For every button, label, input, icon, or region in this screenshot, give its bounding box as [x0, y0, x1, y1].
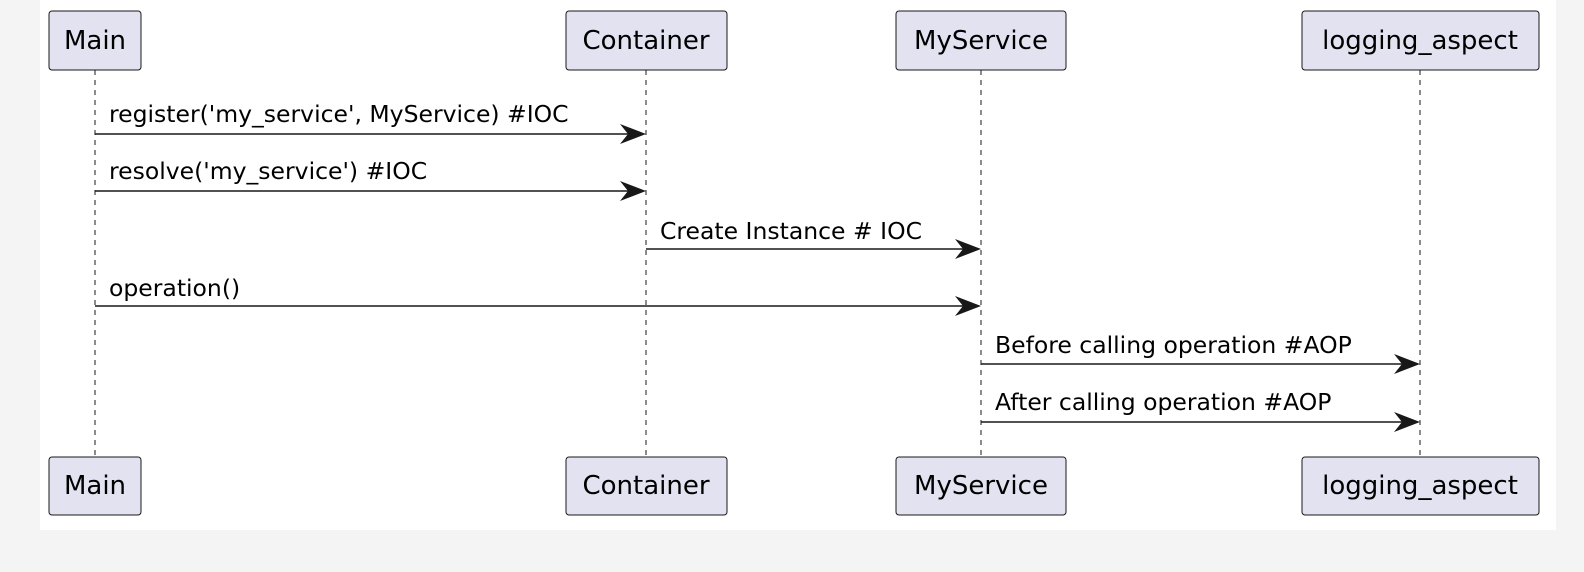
arrow-head-icon	[955, 296, 981, 316]
participant-label: Container	[582, 471, 709, 501]
message-label: register('my_service', MyService) #IOC	[109, 100, 569, 128]
participant-main-bottom: Main	[48, 456, 142, 516]
participant-label: Main	[64, 471, 126, 501]
message-register: register('my_service', MyService) #IOC	[95, 100, 646, 144]
participant-myservice-top: MyService	[895, 10, 1067, 71]
participant-label: Container	[582, 26, 709, 56]
participant-myservice-bottom: MyService	[895, 456, 1067, 516]
message-before-calling: Before calling operation #AOP	[981, 331, 1420, 374]
message-label: After calling operation #AOP	[995, 388, 1331, 416]
message-operation: operation()	[95, 274, 981, 316]
arrow-head-icon	[955, 239, 981, 259]
message-label: resolve('my_service') #IOC	[109, 157, 427, 185]
participants-bottom: Main Container MyService logging_aspect	[48, 456, 1540, 516]
message-resolve: resolve('my_service') #IOC	[95, 157, 646, 201]
arrow-head-icon	[1394, 354, 1420, 374]
message-label: operation()	[109, 274, 240, 302]
participant-label: Main	[64, 26, 126, 56]
participant-logging-aspect-bottom: logging_aspect	[1301, 456, 1540, 516]
participant-label: MyService	[914, 471, 1048, 501]
message-create-instance: Create Instance # IOC	[646, 217, 981, 259]
participant-container-bottom: Container	[565, 456, 728, 516]
arrow-head-icon	[1394, 412, 1420, 432]
lifelines	[94, 70, 1421, 458]
participant-label: logging_aspect	[1322, 26, 1518, 56]
message-label: Before calling operation #AOP	[995, 331, 1352, 359]
message-after-calling: After calling operation #AOP	[981, 388, 1420, 432]
participant-label: logging_aspect	[1322, 471, 1518, 501]
diagram-canvas	[40, 0, 1556, 530]
participant-container-top: Container	[565, 10, 728, 71]
participant-logging-aspect-top: logging_aspect	[1301, 10, 1540, 71]
message-label: Create Instance # IOC	[660, 217, 922, 245]
participant-label: MyService	[914, 26, 1048, 56]
arrow-head-icon	[620, 124, 646, 144]
participants-top: Main Container MyService logging_aspect	[48, 10, 1540, 71]
arrow-head-icon	[620, 181, 646, 201]
participant-main-top: Main	[48, 10, 142, 71]
messages: register('my_service', MyService) #IOC r…	[95, 100, 1420, 432]
